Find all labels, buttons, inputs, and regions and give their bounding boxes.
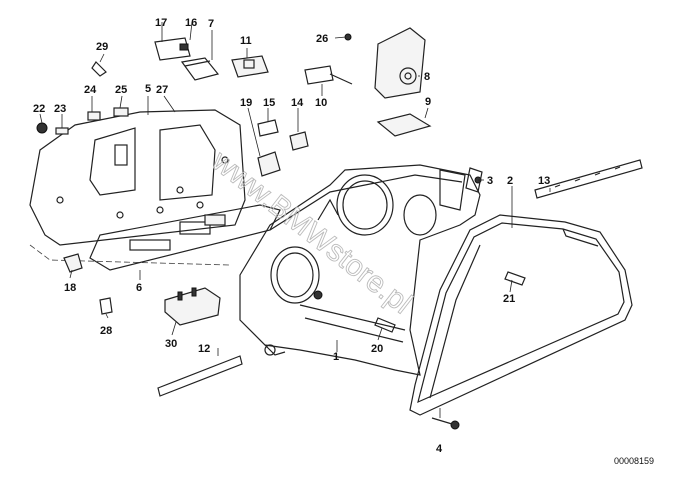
bulb-holder-24-part [87,111,101,121]
callout-14: 14 [291,97,304,109]
connector-30-part [164,287,221,326]
callout-16: 16 [185,17,197,29]
callout-11: 11 [240,35,252,47]
callout-5: 5 [145,83,151,95]
callout-4: 4 [436,443,443,455]
reference-number: 00008159 [614,456,654,466]
callout-6: 6 [136,282,142,294]
screw-26-part [334,33,352,41]
callout-18: 18 [64,282,76,294]
bulb-holder-23-part [55,127,69,135]
callout-7: 7 [208,18,214,30]
callout-3: 3 [487,175,493,187]
switch-11-part [231,55,269,78]
callout-23: 23 [54,103,66,115]
callout-17: 17 [155,17,167,29]
callout-27: 27 [156,84,168,96]
cluster-housing-part [239,164,481,376]
callout-9: 9 [425,96,431,108]
callout-25: 25 [115,84,127,96]
outer-housing-part [409,214,633,416]
callout-28: 28 [100,325,112,337]
strip-12-part [157,355,243,397]
callout-2: 2 [507,175,513,187]
callout-20: 20 [371,343,383,355]
pin-21-part [504,271,526,286]
callout-1: 1 [333,351,339,363]
callout-26: 26 [316,33,328,45]
plug-16-part [154,37,191,61]
module-8-part [374,27,426,99]
callout-15: 15 [263,97,275,109]
callout-10: 10 [315,97,327,109]
bulb-28-part [99,297,113,315]
strip-13-part [534,159,643,199]
callout-24: 24 [84,84,97,96]
callout-13: 13 [538,175,550,187]
board-9-part [376,113,432,137]
clip-18-part [63,253,83,273]
leader-lines [39,21,551,418]
part-15 [257,119,279,137]
circuit-board-part [89,204,281,271]
bulb-holder-25-part [113,107,129,117]
callout-22: 22 [33,103,45,115]
sensor-10-part [304,65,353,85]
bulb-holder-22-part [36,122,48,134]
screw-4-part [431,417,460,430]
callout-30: 30 [165,338,177,350]
connector-7-part [180,57,220,81]
callout-12: 12 [198,343,210,355]
part-14 [289,131,309,151]
callout-21: 21 [503,293,515,305]
callout-29: 29 [96,41,108,53]
callout-19: 19 [240,97,252,109]
callout-8: 8 [424,71,430,83]
callouts: 1 2 3 4 5 6 7 8 9 10 11 12 13 14 15 16 1… [33,17,550,455]
part-19 [257,151,281,177]
bulb-29-part [91,61,107,77]
pin-20-part [374,317,396,333]
watermark: www.BMWstore.pl [205,144,418,320]
